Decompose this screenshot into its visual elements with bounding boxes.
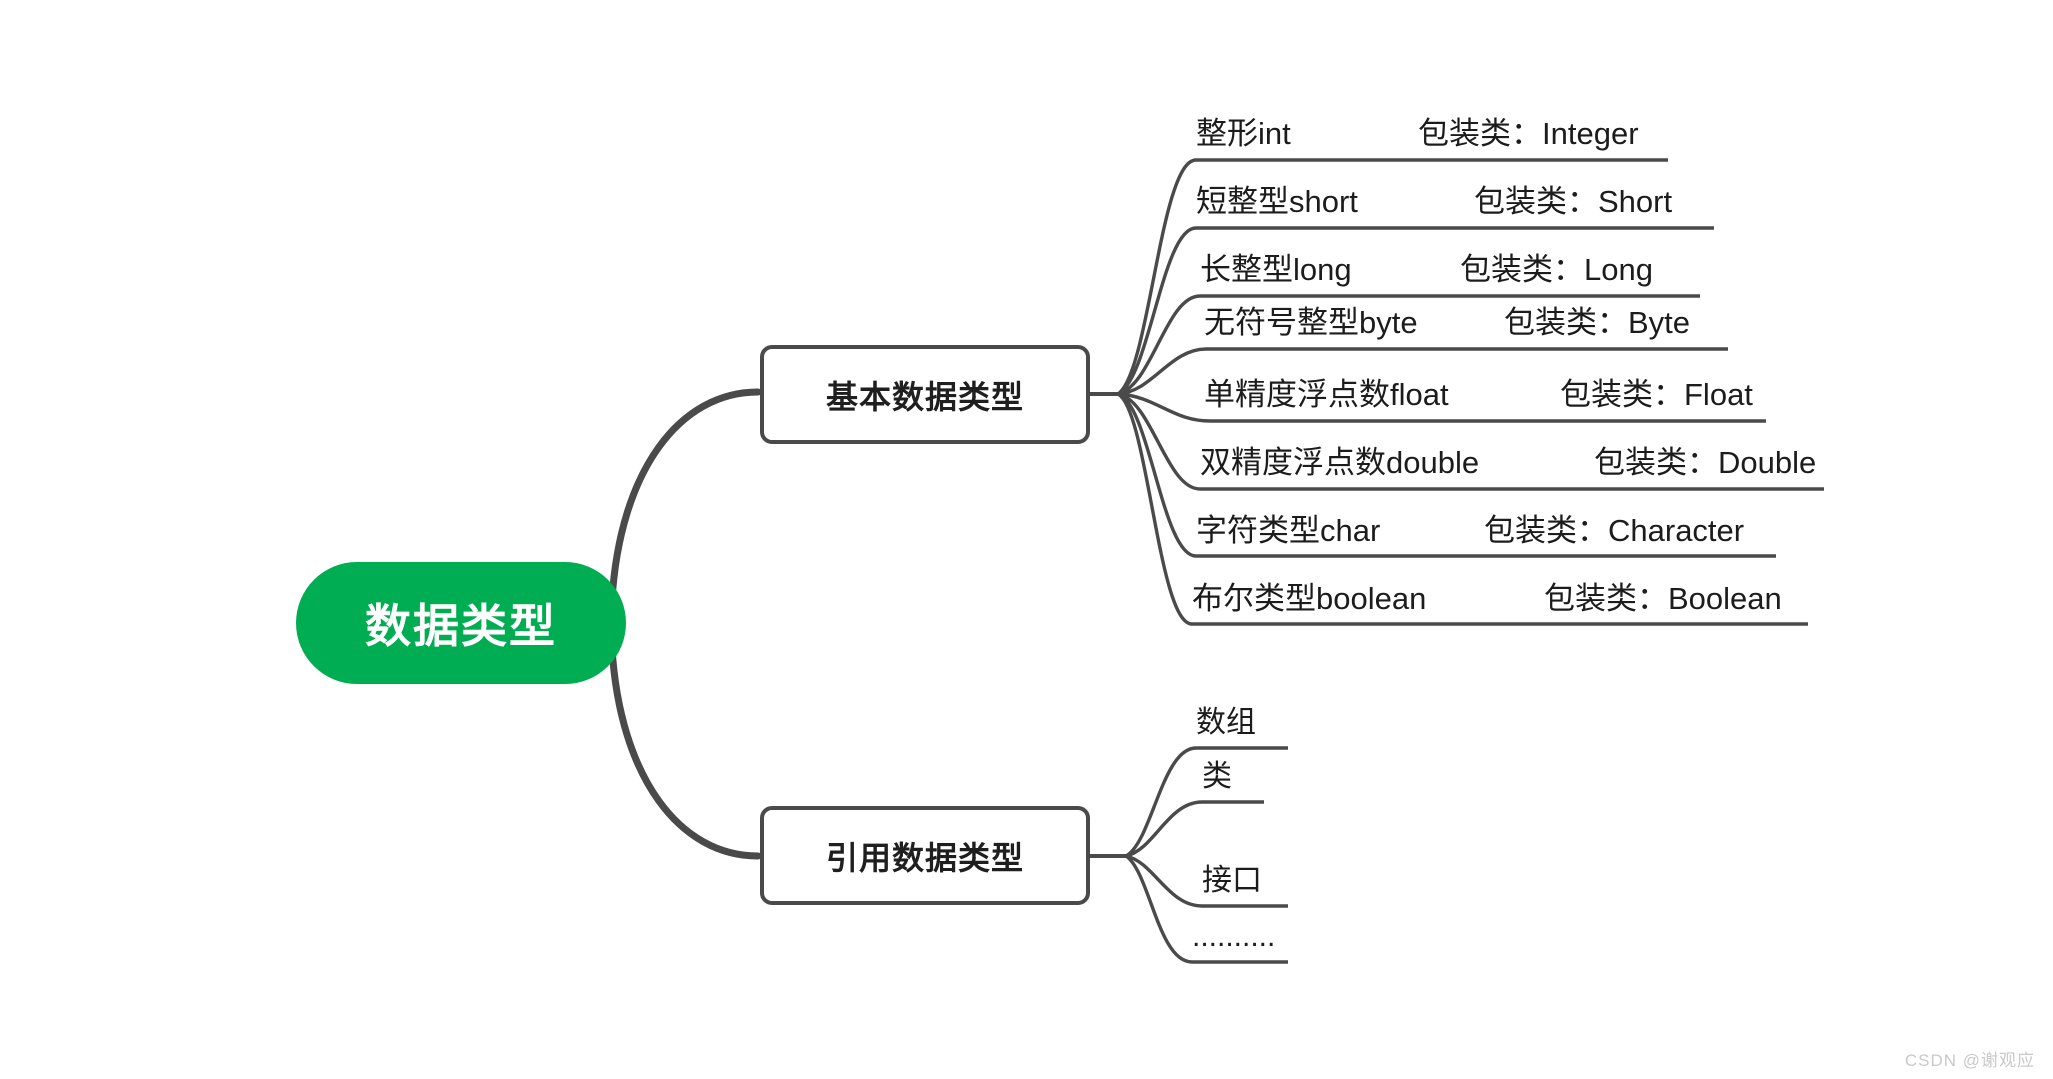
leaf-line-class bbox=[1125, 800, 1264, 858]
leaf-wrapper-int: 包装类：Integer bbox=[1418, 116, 1639, 151]
leaf-wrapper-boolean: 包装类：Boolean bbox=[1544, 581, 1782, 616]
root-node[interactable]: 数据类型 bbox=[296, 562, 626, 684]
leaf-wrapper-char: 包装类：Character bbox=[1484, 513, 1745, 548]
leaf-wrapper-float: 包装类：Float bbox=[1560, 377, 1753, 412]
leaf-type-short: 短整型short bbox=[1196, 184, 1358, 219]
leaf-type-class: 类 bbox=[1202, 760, 1232, 793]
leaf-wrapper-byte: 包装类：Byte bbox=[1504, 305, 1691, 340]
leaf-type-char: 字符类型char bbox=[1196, 513, 1381, 548]
leaf-wrapper-long: 包装类：Long bbox=[1460, 252, 1653, 287]
branch-node-reference[interactable]: 引用数据类型 bbox=[760, 806, 1090, 905]
leaf-type-long: 长整型long bbox=[1200, 252, 1352, 287]
trunk-line-primitive bbox=[608, 388, 762, 604]
leaf-type-interface: 接口 bbox=[1202, 864, 1262, 897]
leaf-type-float: 单精度浮点数float bbox=[1204, 377, 1449, 412]
root-node-label: 数据类型 bbox=[365, 600, 557, 652]
leaf-type-int: 整形int bbox=[1196, 116, 1291, 151]
leaf-wrapper-short: 包装类：Short bbox=[1474, 184, 1673, 219]
branch-node-primitive[interactable]: 基本数据类型 bbox=[760, 345, 1090, 444]
trunk-line-reference bbox=[608, 644, 762, 860]
leaf-type-array: 数组 bbox=[1196, 706, 1256, 739]
branch-node-reference-label: 引用数据类型 bbox=[825, 839, 1024, 876]
watermark: CSDN @谢观应 bbox=[1904, 1051, 2035, 1070]
leaf-type-byte: 无符号整型byte bbox=[1204, 305, 1418, 340]
branch-node-primitive-label: 基本数据类型 bbox=[825, 378, 1024, 415]
leaf-type-double: 双精度浮点数double bbox=[1200, 445, 1480, 480]
leaf-type-more: .......... bbox=[1192, 920, 1276, 953]
leaf-type-boolean: 布尔类型boolean bbox=[1192, 581, 1427, 616]
leaf-wrapper-double: 包装类：Double bbox=[1594, 445, 1817, 480]
